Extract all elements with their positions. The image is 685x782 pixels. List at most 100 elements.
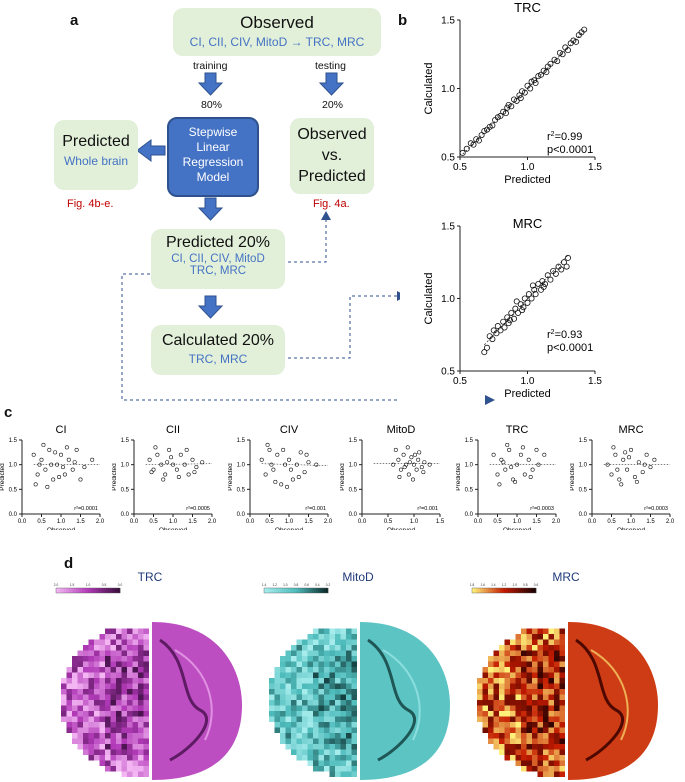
voxel [559, 661, 565, 667]
colorbar-segment [318, 588, 321, 593]
voxel [526, 667, 532, 673]
data-point [186, 472, 191, 477]
voxel [548, 716, 554, 722]
voxel [99, 661, 105, 667]
voxel [143, 700, 149, 706]
voxel [493, 667, 499, 673]
voxel [543, 672, 549, 678]
testing-pct: 20% [322, 99, 344, 111]
voxel [351, 771, 357, 777]
voxel [313, 766, 319, 772]
voxel [302, 661, 308, 667]
data-point [192, 470, 197, 475]
voxel [548, 760, 554, 766]
map-title: MRC [552, 570, 580, 584]
voxel [83, 749, 89, 755]
voxel [138, 733, 144, 739]
voxel [526, 749, 532, 755]
voxel [329, 656, 335, 662]
voxel [510, 639, 516, 645]
voxel [526, 711, 532, 717]
voxel [493, 727, 499, 733]
data-point [286, 457, 291, 462]
voxel [548, 678, 554, 684]
voxel [77, 683, 83, 689]
voxel [488, 689, 494, 695]
voxel [559, 755, 565, 761]
voxel [313, 733, 319, 739]
data-point [508, 103, 515, 110]
voxel [88, 722, 94, 728]
colorbar-segment [106, 588, 109, 593]
voxel [335, 689, 341, 695]
data-point [412, 462, 417, 467]
voxel [99, 700, 105, 706]
voxel [351, 683, 357, 689]
voxel [335, 700, 341, 706]
voxel [504, 683, 510, 689]
voxel [559, 628, 565, 634]
voxel [143, 722, 149, 728]
data-point [163, 472, 168, 477]
voxel [543, 650, 549, 656]
voxel [543, 716, 549, 722]
voxel [324, 744, 330, 750]
voxel [554, 760, 560, 766]
predicted-title: Predicted [62, 133, 130, 150]
voxel [515, 656, 521, 662]
voxel [116, 689, 122, 695]
x-tick-label: 0.0 [246, 519, 255, 525]
voxel [302, 711, 308, 717]
voxel [132, 716, 138, 722]
voxel [488, 716, 494, 722]
data-point [573, 38, 580, 45]
voxel [116, 650, 122, 656]
x-tick-label: 1.0 [169, 519, 178, 525]
voxel [329, 766, 335, 772]
data-point [515, 310, 522, 317]
data-point [409, 455, 414, 460]
data-point [560, 259, 567, 266]
voxel [346, 661, 352, 667]
data-point [497, 327, 504, 334]
voxel [548, 667, 554, 673]
voxel [121, 722, 127, 728]
data-point [176, 474, 181, 479]
data-point [470, 141, 477, 148]
voxel [543, 727, 549, 733]
data-point [536, 462, 541, 467]
colorbar-tick: 1.0 [86, 583, 91, 587]
stats-p: p<0.0001 [547, 342, 593, 354]
voxel [285, 694, 291, 700]
voxel [335, 672, 341, 678]
voxel [132, 694, 138, 700]
colorbar-frame [471, 587, 537, 594]
voxel [318, 672, 324, 678]
voxel [285, 733, 291, 739]
voxel [291, 667, 297, 673]
data-point [497, 112, 504, 119]
voxel [532, 667, 538, 673]
voxel [521, 760, 527, 766]
voxel [307, 656, 313, 662]
data-point [537, 71, 544, 78]
stats-r2: r²=0.0005 [186, 506, 210, 512]
voxel [313, 694, 319, 700]
voxel [83, 661, 89, 667]
voxel [296, 639, 302, 645]
voxel [138, 656, 144, 662]
voxel [346, 650, 352, 656]
chart-title: TRC [514, 0, 541, 15]
voxel [543, 667, 549, 673]
data-point [182, 462, 187, 467]
voxel [526, 744, 532, 750]
voxel [88, 749, 94, 755]
voxel [340, 722, 346, 728]
voxel [280, 656, 286, 662]
voxel [521, 628, 527, 634]
voxel [99, 672, 105, 678]
arrow-down-training [197, 72, 224, 96]
voxel [83, 667, 89, 673]
voxel [116, 678, 122, 684]
